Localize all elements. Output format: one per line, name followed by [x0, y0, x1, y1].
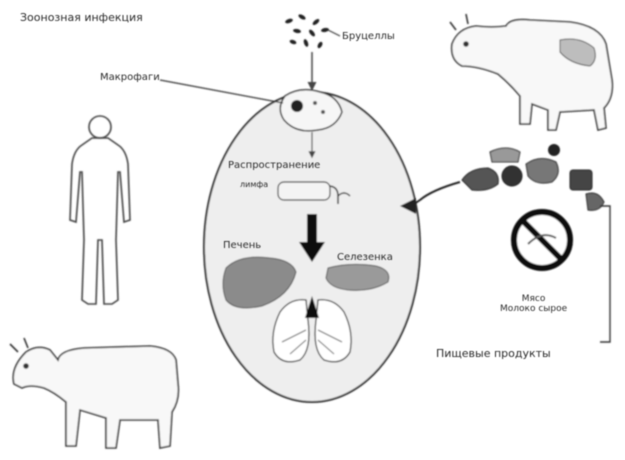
macrophage-pointer-line	[160, 80, 283, 103]
human-icon	[70, 116, 130, 304]
bacteria-icon	[285, 13, 330, 49]
cow-icon-bottom	[10, 338, 178, 448]
spleen-shape	[326, 264, 389, 290]
spleen-label: Селезенка	[337, 252, 393, 264]
prevention-label: Мясо Молоко сырое	[500, 294, 567, 315]
liver-label: Печень	[223, 240, 261, 252]
cow-icon-top	[450, 14, 612, 130]
prevention-line-1: Мясо	[500, 294, 567, 304]
transmission-label: Пищевые продукты	[436, 348, 551, 361]
bacteria-pointer-line	[328, 30, 340, 36]
prohibition-sign-icon	[514, 212, 570, 268]
macrophage-label: Макрофаги	[100, 72, 160, 84]
spread-label: Распространение	[228, 160, 320, 172]
food-items-icon	[462, 144, 604, 210]
prevention-line-2: Молоко сырое	[500, 304, 567, 314]
food-bracket-line	[600, 206, 610, 342]
lymph-label: лимфа	[240, 180, 268, 189]
diagram-title: Зоонозная инфекция	[20, 12, 143, 25]
bacteria-label: Бруцеллы	[342, 31, 395, 43]
